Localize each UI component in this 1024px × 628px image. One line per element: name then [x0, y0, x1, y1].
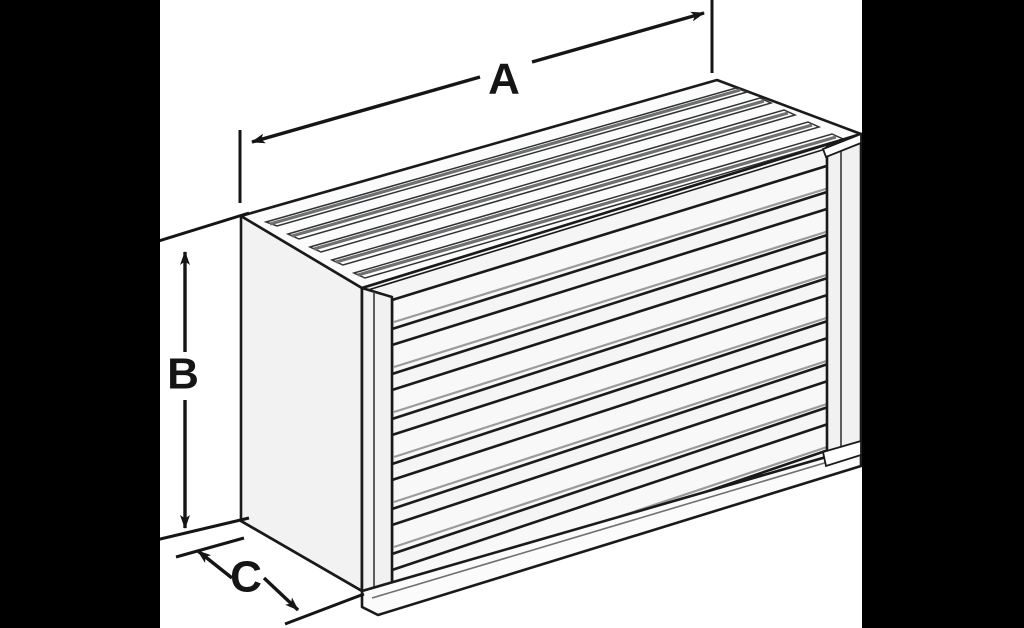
dimension-line-c-upper-half	[196, 549, 234, 580]
louver-assembly	[239, 78, 862, 617]
end-panel-bottom-edge	[240, 519, 363, 593]
top-face-ribs	[263, 87, 846, 279]
dimension-line-a-right-half	[531, 11, 705, 64]
frame-rail-sill	[360, 445, 862, 617]
right-jamb-foot	[821, 439, 862, 468]
extension-line-c-upper	[175, 536, 245, 559]
frame-rail-right-jamb	[825, 132, 862, 460]
extension-line-b-top	[160, 211, 250, 243]
frame-rail-head	[367, 138, 859, 291]
dimension-label-c: C	[230, 553, 262, 602]
dimension-label-b: B	[167, 350, 199, 399]
dimension-line-a-left-half	[251, 75, 481, 144]
extension-line-b-bottom	[160, 516, 250, 541]
dimension-c: C	[175, 536, 365, 626]
frame-rail-left-jamb	[360, 286, 394, 602]
letterbox-right	[862, 0, 1024, 628]
right-jamb-cap	[821, 132, 862, 159]
dimension-line-c-lower-half	[262, 576, 300, 612]
extension-line-c-lower	[284, 592, 365, 626]
dimension-label-a: A	[488, 55, 520, 104]
dimension-b: B	[160, 211, 250, 541]
dimension-a: A	[238, 0, 714, 203]
letterbox-left	[0, 0, 160, 628]
